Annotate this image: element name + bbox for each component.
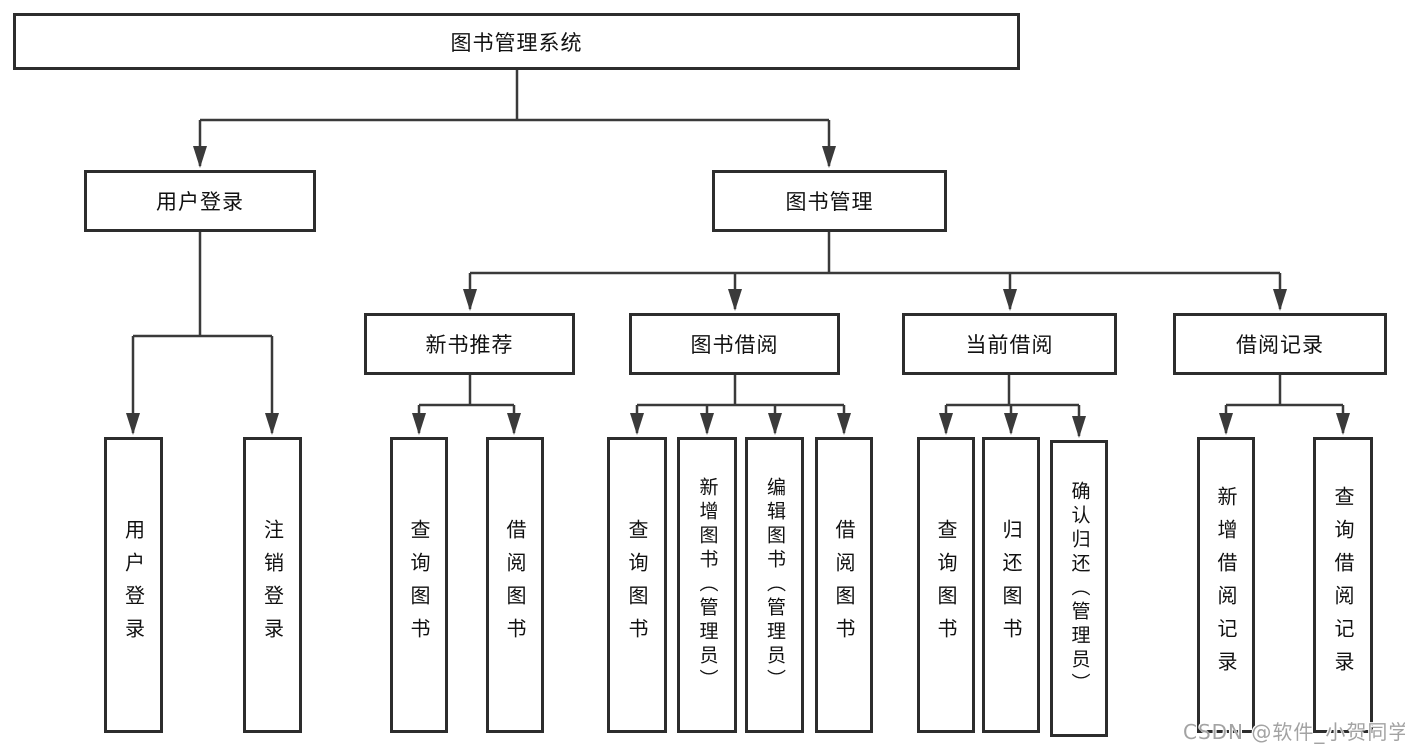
connector-records-children (1226, 375, 1343, 407)
node-return-book: 归还图书 (982, 437, 1040, 733)
node-borrow-books-leaf: 借阅图书 (815, 437, 873, 733)
node-book-management: 图书管理 (712, 170, 947, 232)
node-edit-book-admin: 编辑图书（管理员） (745, 437, 804, 733)
node-current-borrow: 当前借阅 (902, 313, 1117, 375)
connector-borrow-children (637, 375, 844, 407)
connector-recommend-children (419, 375, 514, 407)
connector-current-children (946, 375, 1079, 407)
node-new-book-recommend: 新书推荐 (364, 313, 575, 375)
connector-root-to-level2 (200, 70, 829, 122)
node-query-books-current: 查询图书 (917, 437, 975, 733)
connector-user-login-children (133, 232, 272, 338)
node-query-books-recommend: 查询图书 (390, 437, 448, 733)
connector-book-management-groups (470, 232, 1280, 275)
watermark: CSDN @软件_小贺同学 (1183, 720, 1405, 744)
node-book-borrow: 图书借阅 (629, 313, 840, 375)
node-root: 图书管理系统 (13, 13, 1020, 70)
node-user-login-leaf: 用户登录 (104, 437, 163, 733)
node-user-login: 用户登录 (84, 170, 316, 232)
node-query-borrow-record: 查询借阅记录 (1313, 437, 1373, 733)
node-query-books-borrow: 查询图书 (607, 437, 667, 733)
node-logout-leaf: 注销登录 (243, 437, 302, 733)
node-borrow-records: 借阅记录 (1173, 313, 1387, 375)
node-add-book-admin: 新增图书（管理员） (677, 437, 737, 733)
node-borrow-books-recommend: 借阅图书 (486, 437, 544, 733)
node-confirm-return-admin: 确认归还（管理员） (1050, 440, 1108, 737)
node-add-borrow-record: 新增借阅记录 (1197, 437, 1255, 733)
